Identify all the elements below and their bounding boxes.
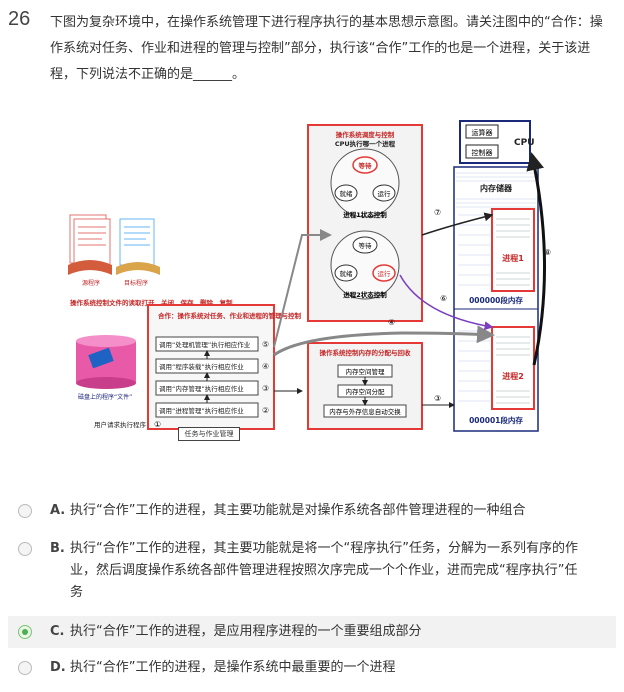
option-c-text: 执行“合作”工作的进程，是应用程序进程的一个重要组成部分 <box>70 624 422 639</box>
os-diagram: 源程序 目标程序 操作系统控制文件的读取打开、关闭、保存、删除、复制 磁盘上的程… <box>62 115 560 435</box>
cpu-label: CPU <box>514 138 535 148</box>
process1-label: 进程1 <box>502 253 524 263</box>
option-d-letter: D. <box>50 660 66 675</box>
os-cpu-title: 操作系统调度与控制 <box>336 130 395 139</box>
target-doc-icon <box>116 218 160 275</box>
fs-label: 操作系统控制文件的读取打开、关闭、保存、删除、复制 <box>70 298 233 307</box>
question-stem: 下图为复杂环境中，在操作系统管理下进行程序执行的基本思想示意图。请关注图中的“合… <box>50 15 603 82</box>
process2-label: 进程2 <box>502 371 524 381</box>
call-2: 调用“进程管理”执行相应作业 <box>159 406 244 415</box>
option-b-radio[interactable] <box>18 542 32 556</box>
call-3: 调用“内存管理”执行相应作业 <box>159 384 244 393</box>
controller-label: 控制器 <box>472 148 493 157</box>
mem-1: 内存空间管理 <box>346 367 386 376</box>
option-a-letter: A. <box>50 503 66 518</box>
num-3b: ③ <box>434 394 441 403</box>
coop-title: 合作：操作系统对任务、作业和进程的管理与控制 <box>157 311 302 320</box>
state2-label: 进程2状态控制 <box>343 290 387 299</box>
run-1: 运行 <box>378 189 392 198</box>
num-1: ① <box>154 420 161 429</box>
call-5: 调用“处理机管理”执行相应作业 <box>159 340 251 349</box>
source-doc-icon <box>68 214 112 275</box>
option-d-radio[interactable] <box>18 661 32 675</box>
option-c-radio[interactable] <box>18 625 32 639</box>
option-d-text: 执行“合作”工作的进程，是操作系统中最重要的一个进程 <box>70 660 396 675</box>
num-5: ⑤ <box>262 340 269 349</box>
num-8: ⑧ <box>544 248 551 257</box>
option-c[interactable]: C. 执行“合作”工作的进程，是应用程序进程的一个重要组成部分 <box>8 616 616 648</box>
state1-label: 进程1状态控制 <box>343 210 387 219</box>
num-6: ⑥ <box>440 294 447 303</box>
option-d[interactable]: D. 执行“合作”工作的进程，是操作系统中最重要的一个进程 <box>8 657 616 681</box>
os-cpu-sub: CPU执行哪一个进程 <box>335 139 396 148</box>
disk-label: 磁盘上的程序“文件” <box>78 393 132 401</box>
disk-icon <box>76 335 136 389</box>
option-a-text: 执行“合作”工作的进程，其主要功能就是对操作系统各部件管理进程的一种组合 <box>70 503 526 518</box>
target-label: 目标程序 <box>124 279 148 287</box>
state2-circle <box>330 230 400 300</box>
option-b[interactable]: B. 执行“合作”工作的进程，其主要功能就是将一个“程序执行”任务，分解为一系列… <box>8 538 616 608</box>
option-c-letter: C. <box>50 624 65 639</box>
num-4b: ④ <box>388 318 395 327</box>
mem-3: 内存与外存信息自动交换 <box>329 407 401 416</box>
process1-block <box>491 208 535 292</box>
option-a-radio[interactable] <box>18 504 32 518</box>
mem-2: 内存空间分配 <box>346 387 386 396</box>
task-mgmt-box: 任务与作业管理 <box>178 427 240 441</box>
alu-label: 运算器 <box>472 128 493 137</box>
wait-1: 等待 <box>358 161 373 170</box>
seg0-label: 000000段内存 <box>469 295 523 305</box>
mem-title: 操作系统控制内存的分配与回收 <box>320 348 412 357</box>
num-3a: ③ <box>262 384 269 393</box>
ready-1: 就绪 <box>340 189 354 198</box>
seg1-label: 000001段内存 <box>469 415 523 425</box>
option-b-text: 执行“合作”工作的进程，其主要功能就是将一个“程序执行”任务，分解为一系列有序的… <box>70 541 578 600</box>
wait-2: 等待 <box>359 241 373 250</box>
option-a[interactable]: A. 执行“合作”工作的进程，其主要功能就是对操作系统各部件管理进程的一种组合 <box>8 500 616 524</box>
question-number: 26 <box>8 8 31 30</box>
run-2: 运行 <box>378 269 392 278</box>
source-label: 源程序 <box>82 279 100 287</box>
ready-2: 就绪 <box>340 269 354 278</box>
num-2: ② <box>262 406 269 415</box>
num-7: ⑦ <box>434 208 441 217</box>
coop-calls: 调用“处理机管理”执行相应作业 调用“程序装载”执行相应作业 调用“内存管理”执… <box>155 336 259 418</box>
user-request: 用户请求执行程序 <box>94 420 147 429</box>
call-4: 调用“程序装载”执行相应作业 <box>159 362 244 371</box>
process2-block <box>491 326 535 410</box>
num-4a: ④ <box>262 362 269 371</box>
option-b-letter: B. <box>50 541 65 556</box>
memory-label: 内存储器 <box>480 183 513 193</box>
